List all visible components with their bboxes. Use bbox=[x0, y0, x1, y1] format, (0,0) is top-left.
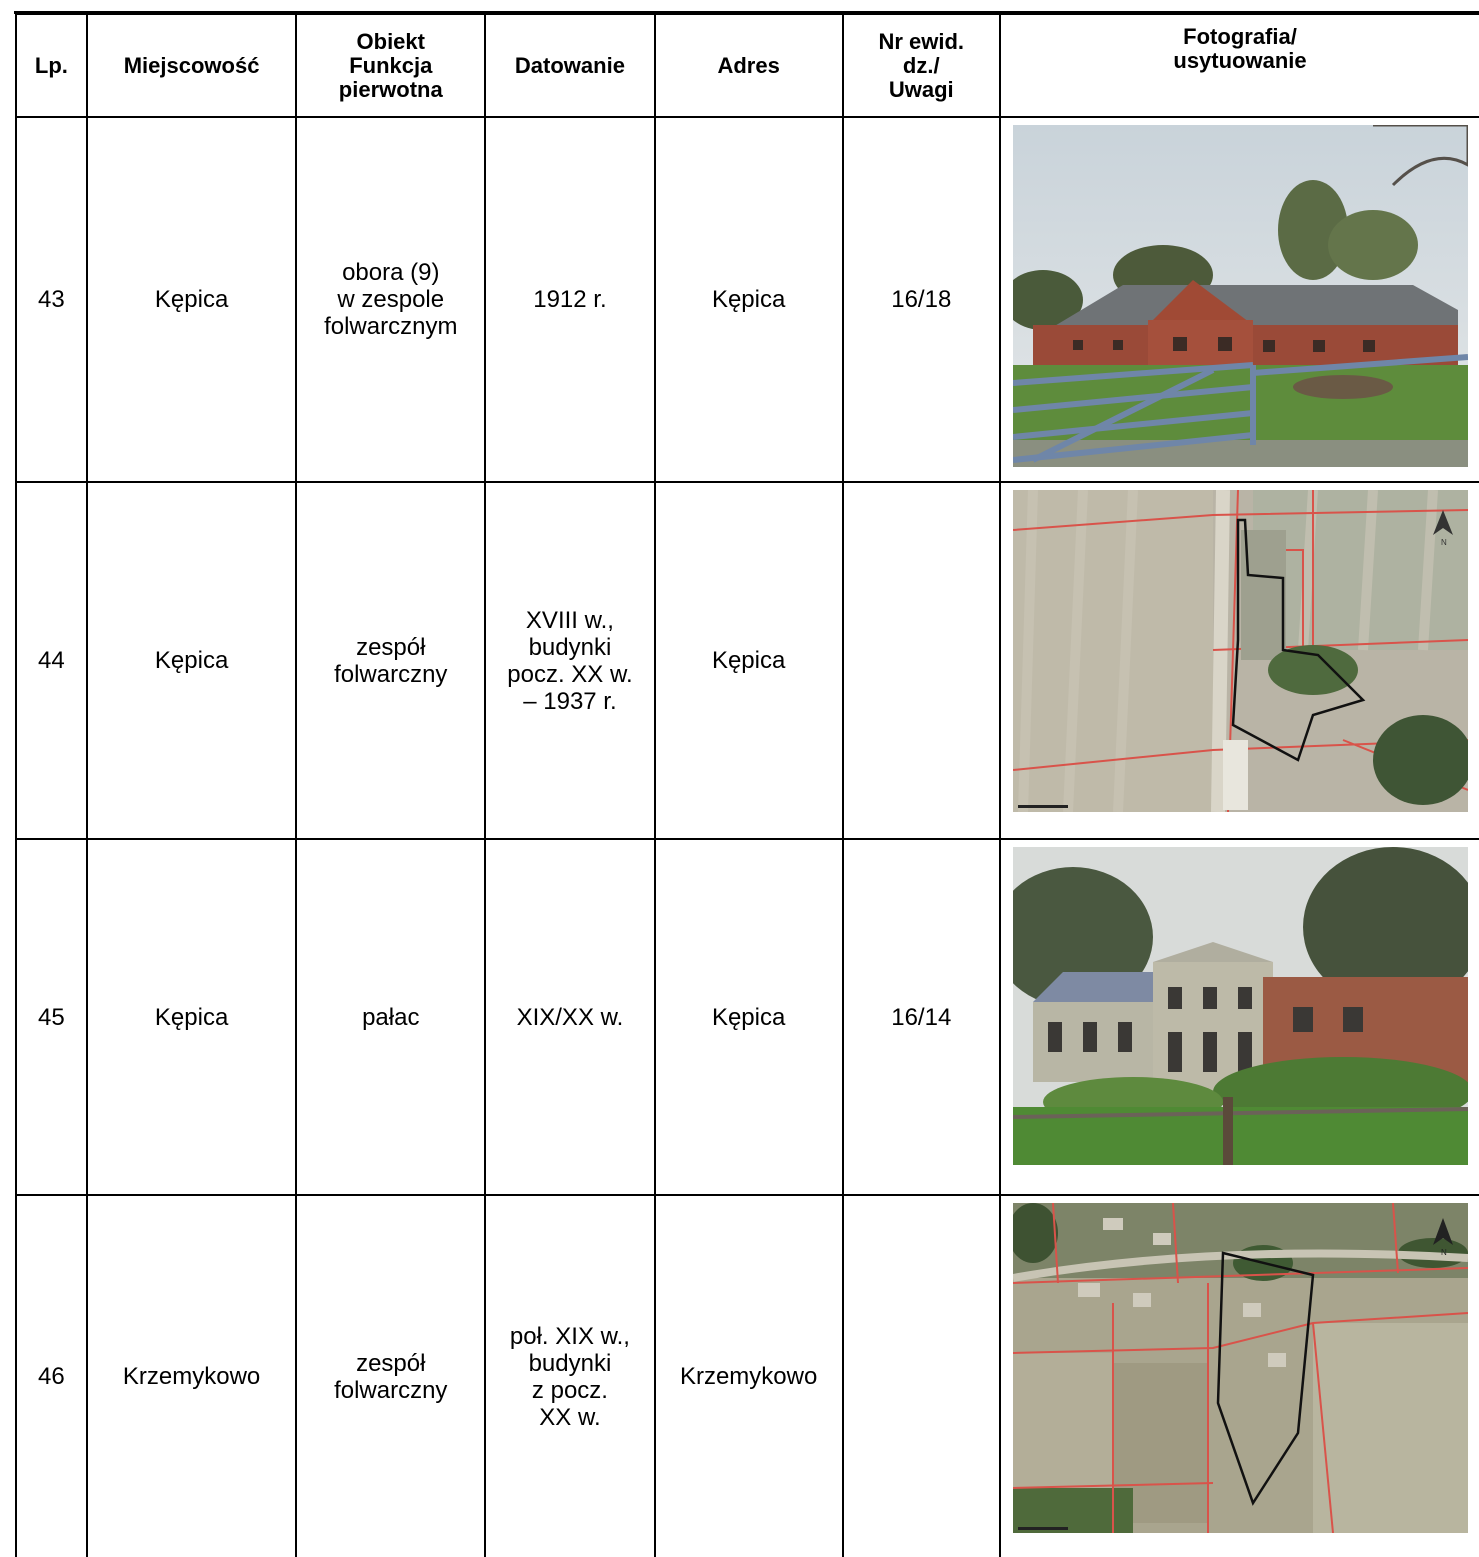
cell-obiekt: zespół folwarczny bbox=[295, 481, 487, 840]
header-datowanie: Datowanie bbox=[484, 13, 656, 118]
cell-line: folwarczny bbox=[334, 1376, 448, 1404]
header-obiekt-line: Funkcja bbox=[349, 52, 433, 78]
cell-photo bbox=[999, 116, 1479, 483]
cell-line: folwarczny bbox=[334, 660, 448, 688]
header-obiekt-line: Obiekt bbox=[356, 28, 425, 54]
cell-line: XVIII w., bbox=[525, 606, 614, 634]
cell-nr bbox=[841, 1194, 1002, 1557]
cell-nr: 16/14 bbox=[841, 838, 1002, 1196]
header-foto: Fotografia/ usytuowanie bbox=[999, 13, 1479, 118]
cell-line: poł. XIX w., bbox=[509, 1322, 630, 1350]
monument-register-table: Lp. Miejscowość Obiekt Funkcja pierwotna… bbox=[15, 13, 1479, 1557]
header-nr-line: Nr ewid. bbox=[878, 28, 965, 54]
header-obiekt-line: pierwotna bbox=[338, 76, 443, 102]
cell-line: – 1937 r. bbox=[523, 687, 617, 715]
palace-photo bbox=[1013, 847, 1469, 1165]
cell-datowanie: 1912 r. bbox=[484, 116, 656, 483]
table-row: 45 Kępica pałac XIX/XX w. Kępica 16/14 bbox=[15, 838, 1479, 1196]
cell-nr bbox=[841, 481, 1002, 840]
header-adres: Adres bbox=[653, 13, 844, 118]
cell-line: w zespole bbox=[337, 286, 445, 313]
cell-lp: 45 bbox=[15, 838, 88, 1196]
north-label: N bbox=[1441, 1248, 1447, 1257]
cell-line: z pocz. bbox=[531, 1376, 608, 1404]
cell-miejscowosc: Kępica bbox=[85, 481, 298, 840]
cell-adres: Krzemykowo bbox=[653, 1194, 844, 1557]
table-row: 44 Kępica zespół folwarczny XVIII w., bu… bbox=[15, 481, 1479, 840]
cell-line: budynki bbox=[528, 1349, 612, 1377]
cell-photo: N bbox=[999, 1194, 1479, 1557]
cell-lp: 46 bbox=[15, 1194, 88, 1557]
cell-line: 1912 r. bbox=[533, 286, 607, 313]
table-row: 46 Krzemykowo zespół folwarczny poł. XIX… bbox=[15, 1194, 1479, 1557]
cell-lp: 43 bbox=[15, 116, 88, 483]
cell-photo bbox=[999, 838, 1479, 1196]
cell-line: XX w. bbox=[539, 1403, 601, 1431]
cell-datowanie: poł. XIX w., budynki z pocz. XX w. bbox=[484, 1194, 656, 1557]
cell-adres: Kępica bbox=[653, 838, 844, 1196]
cell-line: zespół bbox=[356, 1349, 426, 1377]
header-foto-line: Fotografia/ bbox=[1183, 24, 1297, 49]
cell-line: XIX/XX w. bbox=[516, 1003, 624, 1031]
cell-line: pocz. XX w. bbox=[507, 660, 633, 688]
cell-nr: 16/18 bbox=[841, 116, 1002, 483]
cell-line: pałac bbox=[362, 1003, 420, 1031]
cell-adres: Kępica bbox=[653, 481, 844, 840]
cell-datowanie: XVIII w., budynki pocz. XX w. – 1937 r. bbox=[484, 481, 656, 840]
cell-miejscowosc: Krzemykowo bbox=[85, 1194, 298, 1557]
cadastral-map-krzemykowo: N bbox=[1013, 1203, 1469, 1533]
cell-line: folwarcznym bbox=[324, 313, 458, 340]
header-miejscowosc: Miejscowość bbox=[85, 13, 298, 118]
cell-line: zespół bbox=[356, 633, 426, 661]
cell-lp: 44 bbox=[15, 481, 88, 840]
cell-obiekt: obora (9) w zespole folwarcznym bbox=[295, 116, 487, 483]
barn-photo bbox=[1013, 125, 1469, 467]
header-lp: Lp. bbox=[15, 13, 88, 118]
cell-datowanie: XIX/XX w. bbox=[484, 838, 656, 1196]
header-nr-line: dz./ bbox=[902, 52, 940, 78]
header-row: Lp. Miejscowość Obiekt Funkcja pierwotna… bbox=[15, 13, 1479, 118]
table-row: 43 Kępica obora (9) w zespole folwarczny… bbox=[15, 116, 1479, 483]
cell-miejscowosc: Kępica bbox=[85, 838, 298, 1196]
table-top-rule bbox=[14, 11, 1479, 14]
header-nr: Nr ewid. dz./ Uwagi bbox=[841, 13, 1002, 118]
header-nr-line: Uwagi bbox=[888, 76, 954, 102]
cell-miejscowosc: Kępica bbox=[85, 116, 298, 483]
cell-line: obora (9) bbox=[342, 259, 440, 286]
cadastral-map-kepica: N bbox=[1013, 490, 1469, 812]
cell-adres: Kępica bbox=[653, 116, 844, 483]
cell-line: budynki bbox=[528, 633, 612, 661]
header-foto-line: usytuowanie bbox=[1173, 48, 1307, 73]
north-label: N bbox=[1441, 538, 1447, 547]
cell-photo: N bbox=[999, 481, 1479, 840]
cell-obiekt: zespół folwarczny bbox=[295, 1194, 487, 1557]
cell-obiekt: pałac bbox=[295, 838, 487, 1196]
header-obiekt: Obiekt Funkcja pierwotna bbox=[295, 13, 487, 118]
